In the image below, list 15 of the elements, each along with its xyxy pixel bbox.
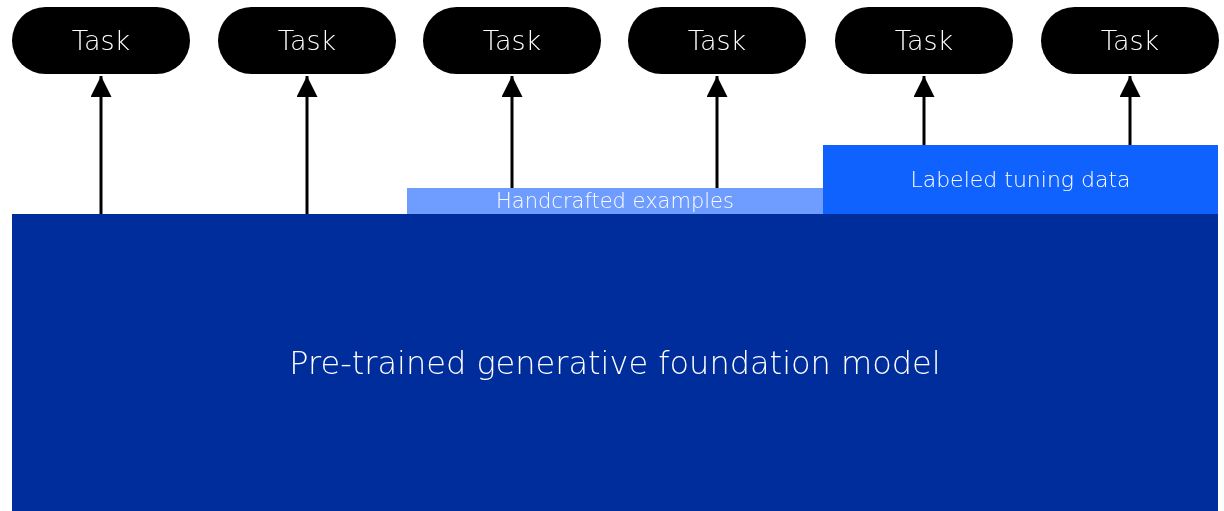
task-box: Task xyxy=(628,7,806,74)
task-box: Task xyxy=(12,7,190,74)
arrow xyxy=(706,76,728,188)
task-box: Task xyxy=(423,7,601,74)
arrow xyxy=(913,76,935,145)
task-box: Task xyxy=(1041,7,1219,74)
arrow xyxy=(90,76,112,214)
task-box: Task xyxy=(218,7,396,74)
data-band: Labeled tuning data xyxy=(823,145,1218,214)
model-block: Pre-trained generative foundation model xyxy=(12,214,1218,511)
arrow xyxy=(296,76,318,214)
task-box: Task xyxy=(835,7,1013,74)
arrow xyxy=(501,76,523,188)
data-band: Handcrafted examples xyxy=(407,188,823,214)
arrow xyxy=(1119,76,1141,145)
